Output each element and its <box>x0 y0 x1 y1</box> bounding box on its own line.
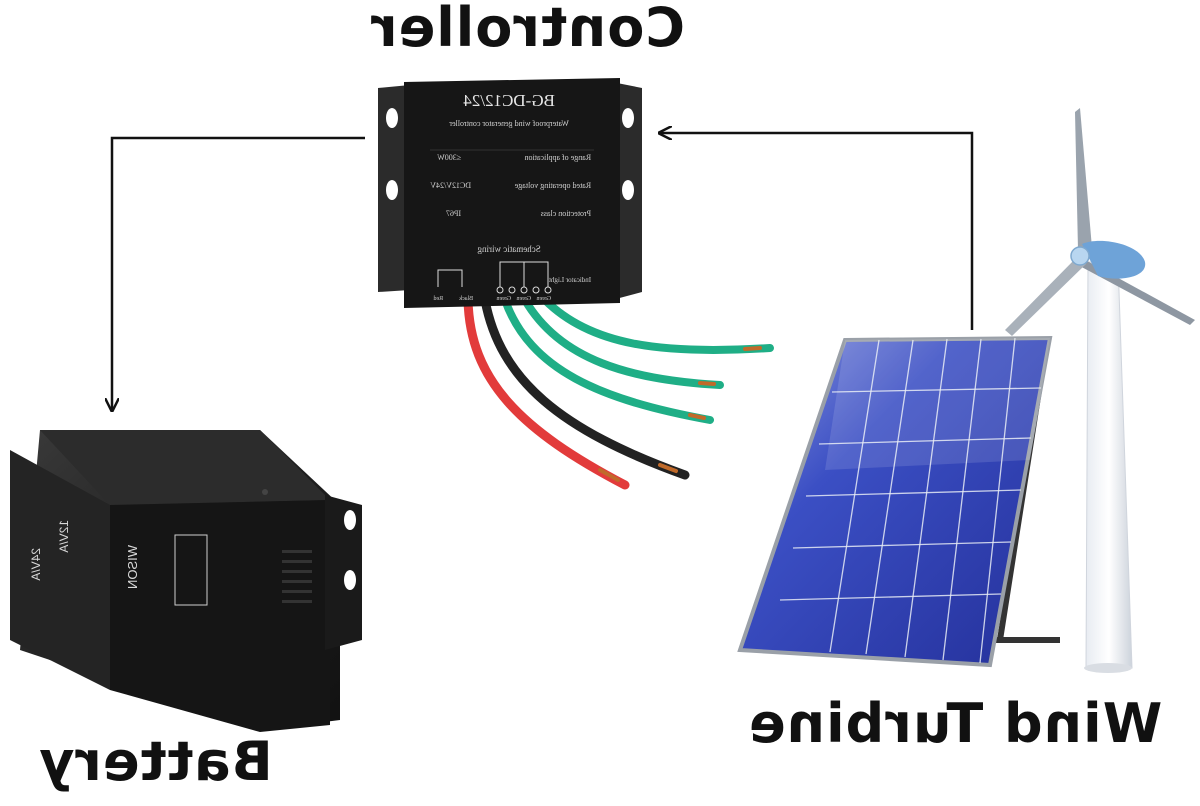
battery-voltage-a: 24V/A <box>29 548 43 581</box>
spec-name: Rated operating voltage <box>514 181 591 190</box>
spec-value: DC12V/24V <box>430 181 471 190</box>
terminal-label: Green <box>536 296 551 302</box>
wire-red <box>463 295 630 490</box>
spec-name: Range of application <box>524 153 591 162</box>
spec-value: ≤300W <box>437 153 461 162</box>
terminal-label: Green <box>496 296 511 302</box>
wind-turbine <box>1005 108 1195 673</box>
wind-turbine-label: Wind Turbine <box>748 692 1163 755</box>
wire-green-2 <box>521 296 724 389</box>
controller-model: BG-DC12/24 <box>463 91 555 110</box>
arrow-controller-to-battery <box>112 136 365 410</box>
battery-label: Battery <box>38 730 273 793</box>
battery-device: 24V/A 12V/A WISON <box>10 430 362 732</box>
terminal-label: Black <box>459 296 473 302</box>
controller-subtitle: Waterproof wind generator controller <box>449 119 569 128</box>
wiring-schematic <box>430 149 594 294</box>
terminal-label: Red <box>433 296 443 302</box>
arrow-turbine-to-controller <box>660 133 974 330</box>
terminal-label: Green <box>516 296 531 302</box>
controller-wires <box>463 295 774 490</box>
controller-label: Controller <box>370 0 685 59</box>
solar-panel <box>737 335 1060 668</box>
battery-brand: WISON <box>125 545 140 589</box>
wire-black <box>480 295 690 480</box>
panel-grid <box>779 337 1042 664</box>
battery-voltage-b: 12V/A <box>57 520 71 553</box>
indicator-label: Indicator Light <box>549 276 591 284</box>
controller-faceplate: BG-DC12/24 Waterproof wind generator con… <box>430 91 591 302</box>
controller-device: BG-DC12/24 Waterproof wind generator con… <box>378 78 642 308</box>
wiring-title: Schematic wiring <box>477 244 541 254</box>
wire-green-3 <box>541 296 774 355</box>
wire-green-1 <box>501 296 714 424</box>
spec-value: IP67 <box>446 209 461 218</box>
spec-name: Protection class <box>541 209 591 218</box>
